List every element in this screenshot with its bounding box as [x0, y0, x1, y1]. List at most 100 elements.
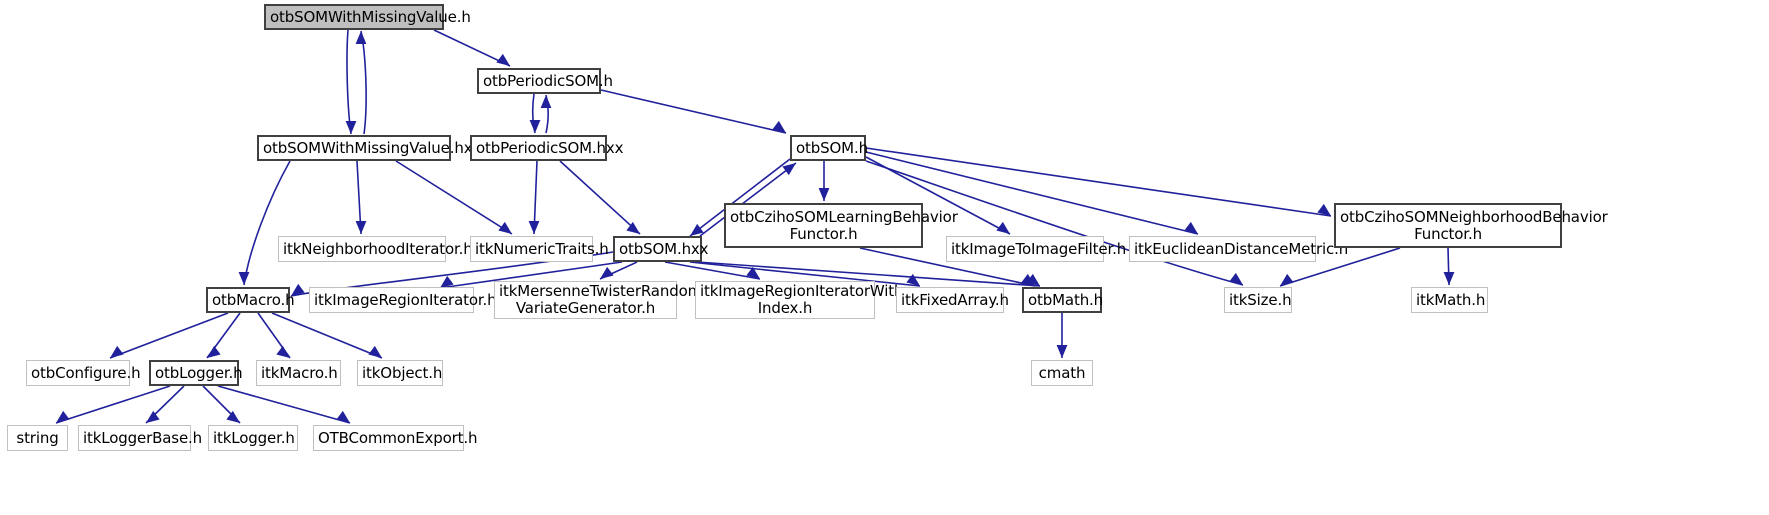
- graph-edge: [360, 30, 367, 135]
- graph-node-otbcommonexport-h[interactable]: OTBCommonExport.h: [313, 425, 478, 451]
- graph-edge-arrowhead: [626, 221, 640, 234]
- graph-edge-arrowhead: [906, 273, 920, 286]
- graph-node-itkmacro-h[interactable]: itkMacro.h: [256, 360, 341, 386]
- graph-node-label: otbSOM.hxx: [619, 239, 709, 258]
- graph-node-label: itkLogger.h: [213, 428, 295, 447]
- graph-node-itkmath-h[interactable]: itkMath.h: [1411, 287, 1488, 313]
- graph-node-otbsomwithmissingvalue-h[interactable]: otbSOMWithMissingValue.h: [264, 4, 471, 30]
- graph-edge-arrowhead: [496, 53, 510, 66]
- graph-edge-arrowhead: [1280, 273, 1294, 286]
- graph-node-label: itkEuclideanDistanceMetric.h: [1134, 239, 1349, 258]
- graph-edge: [433, 29, 511, 67]
- graph-node-otbczihosomlearningbehaviorfunctor-h[interactable]: otbCzihoSOMLearningBehavior Functor.h: [724, 203, 958, 248]
- graph-node-otbsom-hxx[interactable]: otbSOM.hxx: [613, 236, 709, 262]
- graph-node-label: itkImageRegionIteratorWith Index.h: [700, 282, 904, 317]
- graph-edge-arrowhead: [368, 345, 382, 358]
- graph-edge: [257, 312, 291, 359]
- graph-edge: [356, 160, 362, 235]
- graph-edge-arrowhead: [600, 266, 614, 279]
- graph-node-itkimagetoimagefilter-h[interactable]: itkImageToImageFilter.h: [946, 236, 1127, 262]
- graph-edge-arrowhead: [238, 272, 250, 285]
- graph-edge-arrowhead: [355, 31, 367, 44]
- graph-node-itklogger-h[interactable]: itkLogger.h: [208, 425, 298, 451]
- graph-node-otbmacro-h[interactable]: otbMacro.h: [206, 287, 295, 313]
- graph-edge-arrowhead: [528, 221, 540, 234]
- graph-edge-arrowhead: [345, 121, 357, 134]
- graph-node-itkimageregioniterator-h[interactable]: itkImageRegionIterator.h: [309, 287, 497, 313]
- graph-edge: [55, 385, 171, 424]
- graph-node-label: itkMacro.h: [261, 363, 338, 382]
- graph-edge-arrowhead: [1229, 272, 1243, 285]
- graph-node-label: itkImageToImageFilter.h: [951, 239, 1127, 258]
- graph-node-otbczihosomneighborhoodbehaviorfunctor-h[interactable]: otbCzihoSOMNeighborhoodBehavior Functor.…: [1334, 203, 1608, 248]
- graph-node-itkfixedarray-h[interactable]: itkFixedArray.h: [896, 287, 1009, 313]
- graph-node-label: otbSOM.h: [796, 138, 868, 157]
- graph-edge-arrowhead: [746, 266, 760, 279]
- graph-node-itkloggerbase-h[interactable]: itkLoggerBase.h: [78, 425, 202, 451]
- graph-node-itknumerictraits-h[interactable]: itkNumericTraits.h: [470, 236, 609, 262]
- graph-edge-arrowhead: [146, 410, 160, 423]
- graph-node-itkeuclideandistancemetric-h[interactable]: itkEuclideanDistanceMetric.h: [1129, 236, 1349, 262]
- graph-edge: [664, 261, 761, 280]
- graph-node-itkobject-h[interactable]: itkObject.h: [357, 360, 443, 386]
- graph-edge: [202, 385, 241, 424]
- graph-edge-arrowhead: [1317, 203, 1331, 216]
- graph-edge: [346, 29, 352, 135]
- graph-edge-arrowhead: [690, 223, 704, 236]
- graph-edge-arrowhead: [1026, 273, 1040, 286]
- graph-edge-arrowhead: [355, 221, 367, 234]
- graph-node-string[interactable]: string: [7, 425, 68, 451]
- graph-edge: [599, 261, 638, 280]
- graph-edge-arrowhead: [1443, 272, 1455, 285]
- graph-edge-arrowhead: [56, 410, 70, 423]
- graph-edge-arrowhead: [110, 345, 124, 358]
- graph-node-label: otbCzihoSOMNeighborhoodBehavior Functor.…: [1340, 207, 1608, 243]
- graph-node-label: itkMersenneTwisterRandom VariateGenerato…: [499, 282, 703, 317]
- graph-node-label: itkImageRegionIterator.h: [314, 290, 497, 309]
- graph-node-label: itkLoggerBase.h: [83, 428, 202, 447]
- graph-node-itksize-h[interactable]: itkSize.h: [1224, 287, 1292, 313]
- graph-node-otbsom-h[interactable]: otbSOM.h: [790, 135, 868, 161]
- graph-node-otbmath-h[interactable]: otbMath.h: [1022, 287, 1104, 313]
- graph-node-otbsomwithmissingvalue-hxx[interactable]: otbSOMWithMissingValue.hxx: [257, 135, 481, 161]
- graph-edge-arrowhead: [1021, 273, 1035, 286]
- graph-edge: [531, 93, 536, 134]
- graph-node-label: OTBCommonExport.h: [318, 428, 478, 447]
- graph-edge-arrowhead: [818, 188, 830, 201]
- graph-node-otbperiodicsom-h[interactable]: otbPeriodicSOM.h: [477, 68, 613, 94]
- graph-node-itkimageregioniteratorwithindex-h[interactable]: itkImageRegionIteratorWith Index.h: [695, 281, 904, 319]
- graph-node-itkneighborhooditerator-h[interactable]: itkNeighborhoodIterator.h: [278, 236, 473, 262]
- graph-edge: [600, 89, 787, 134]
- graph-edge: [533, 160, 538, 235]
- graph-edge: [217, 385, 351, 424]
- graph-node-label: itkNumericTraits.h: [475, 239, 609, 258]
- graph-node-label: otbMath.h: [1028, 290, 1104, 309]
- graph-edge: [559, 160, 641, 235]
- graph-node-label: itkNeighborhoodIterator.h: [283, 239, 473, 258]
- graph-edge-arrowhead: [498, 221, 512, 234]
- graph-node-label: otbPeriodicSOM.h: [483, 71, 613, 90]
- graph-edge: [206, 312, 241, 359]
- graph-node-itkmersennetwisterrandomvariategenerator-h[interactable]: itkMersenneTwisterRandom VariateGenerato…: [494, 281, 703, 319]
- graph-edge: [109, 312, 229, 359]
- graph-node-label: itkMath.h: [1416, 290, 1486, 309]
- graph-node-label: otbPeriodicSOM.hxx: [476, 138, 624, 157]
- graph-node-label: otbCzihoSOMLearningBehavior Functor.h: [730, 207, 958, 243]
- graph-node-cmath[interactable]: cmath: [1031, 360, 1093, 386]
- graph-node-label: itkSize.h: [1229, 290, 1292, 309]
- graph-edge-arrowhead: [529, 120, 541, 133]
- graph-edge: [545, 94, 550, 134]
- graph-node-label: otbLogger.h: [155, 363, 243, 382]
- graph-node-otbperiodicsom-hxx[interactable]: otbPeriodicSOM.hxx: [470, 135, 624, 161]
- graph-node-label: otbMacro.h: [212, 290, 295, 309]
- graph-edge-arrowhead: [782, 163, 796, 176]
- graph-edge-arrowhead: [207, 345, 221, 358]
- graph-edge: [145, 385, 185, 424]
- graph-node-label: itkFixedArray.h: [901, 290, 1009, 309]
- graph-edge: [243, 160, 291, 286]
- graph-node-otblogger-h[interactable]: otbLogger.h: [149, 360, 243, 386]
- graph-node-otbconfigure-h[interactable]: otbConfigure.h: [26, 360, 141, 386]
- graph-edge: [865, 147, 1332, 217]
- graph-node-label: itkObject.h: [362, 363, 443, 382]
